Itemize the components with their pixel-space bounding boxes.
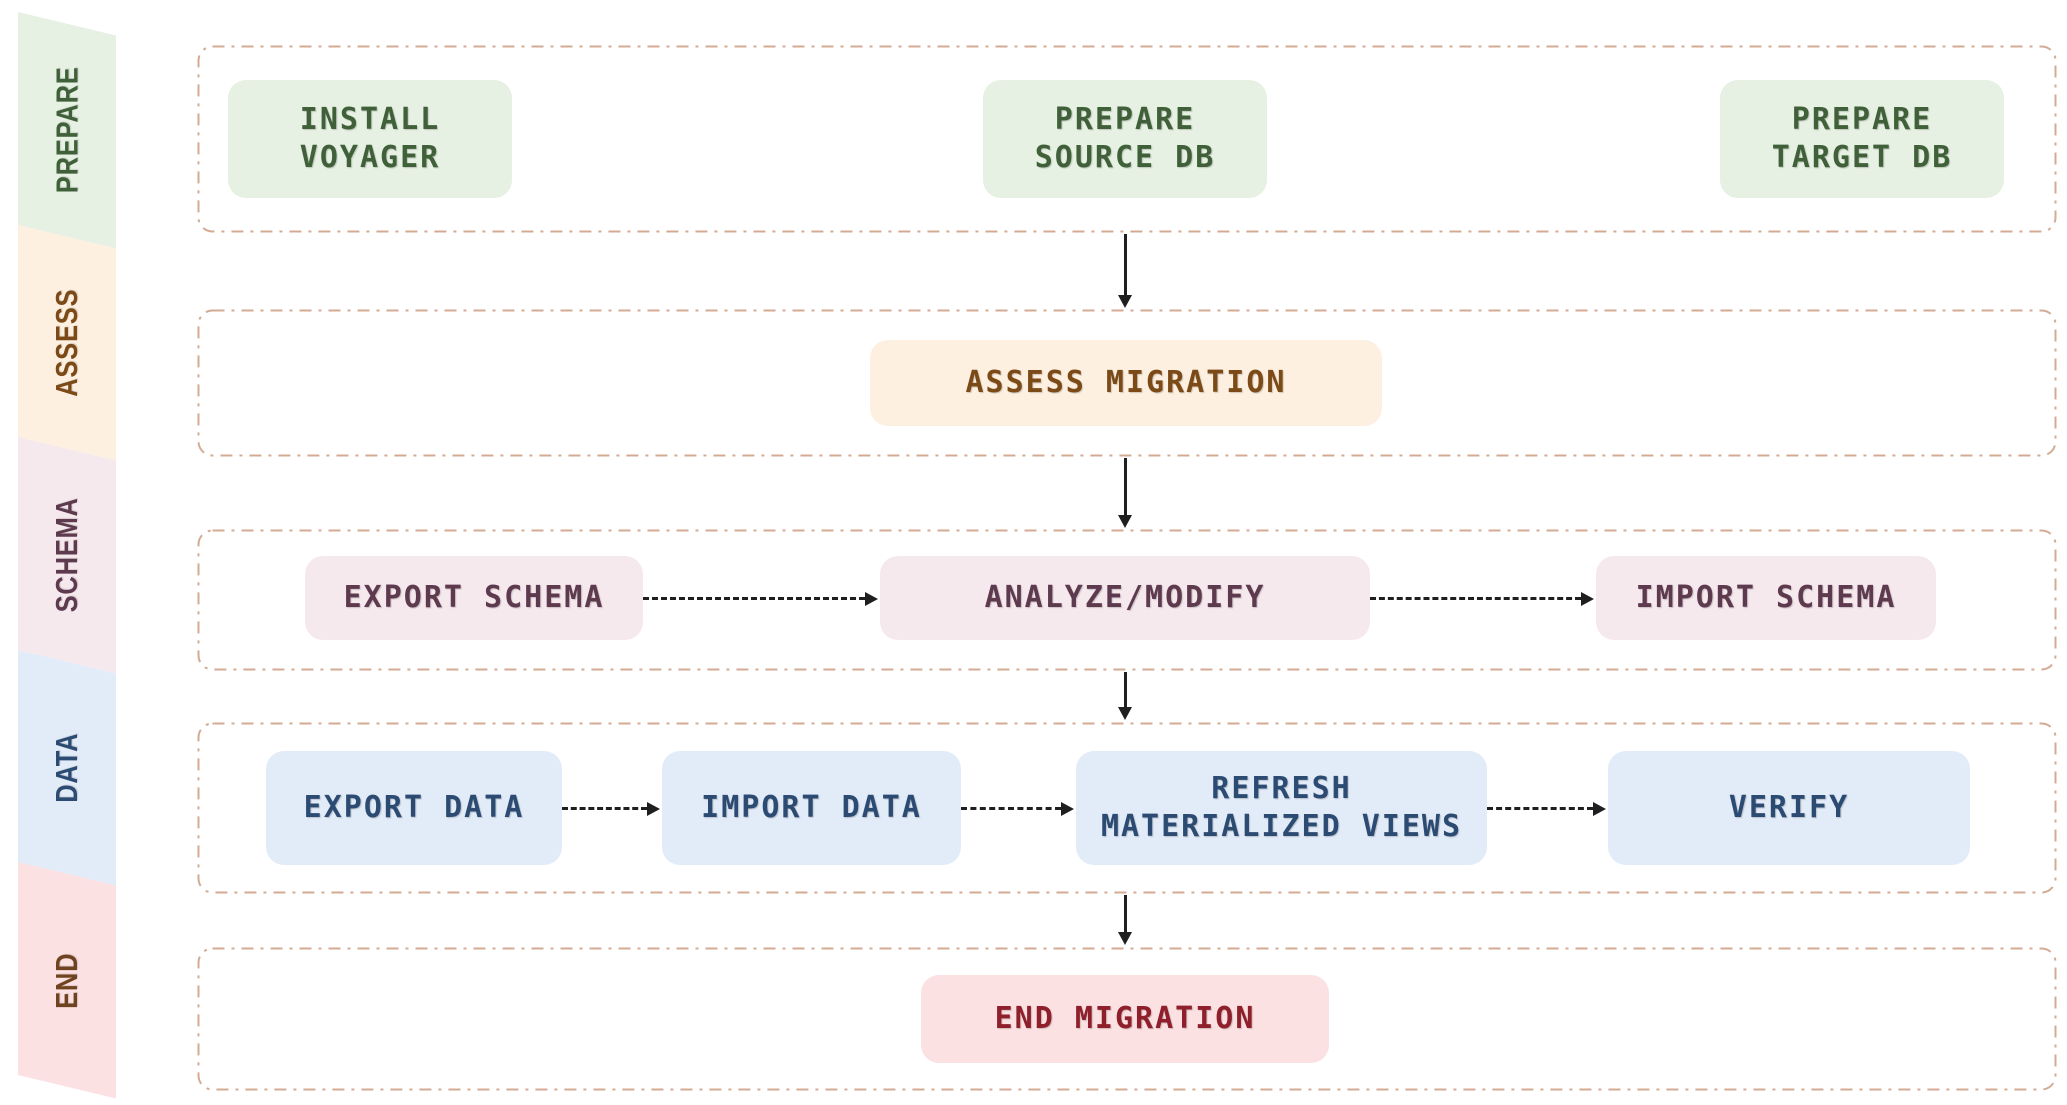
arrow-prepare-to-assess [1118,234,1132,308]
node-refresh-materialized-views: REFRESH MATERIALIZED VIEWS [1076,751,1487,865]
arrow-schema-to-data [1118,672,1132,720]
arrow-export-schema-to-analyze-modify [643,591,878,606]
stage-row-schema: EXPORT SCHEMA ANALYZE/MODIFY IMPORT SCHE… [197,529,2057,671]
node-import-schema: IMPORT SCHEMA [1596,556,1936,640]
node-prepare-target-db: PREPARE TARGET DB [1720,80,2004,198]
arrow-import-data-to-refresh-materialized-views [961,801,1074,816]
sidebar-stage-data-label: DATA [49,732,84,803]
sidebar-stage-schema: SCHEMA [18,437,116,674]
sidebar-stage-assess-label: ASSESS [49,288,84,397]
sidebar-stage-prepare: PREPARE [18,12,116,249]
node-verify: VERIFY [1608,751,1970,865]
arrow-assess-to-schema [1118,458,1132,528]
stage-row-data: EXPORT DATA IMPORT DATA REFRESH MATERIAL… [197,722,2057,894]
stage-row-assess-border [197,309,2057,457]
sidebar-stage-schema-label: SCHEMA [49,497,84,613]
node-export-data: EXPORT DATA [266,751,562,865]
arrow-analyze-modify-to-import-schema [1370,591,1594,606]
arrow-refresh-materialized-views-to-verify [1487,801,1606,816]
arrow-export-data-to-import-data [562,801,660,816]
stage-band: PREPARE ASSESS SCHEMA DATA END [18,12,116,1099]
stage-row-data-border [197,722,2057,894]
arrow-data-to-end [1118,895,1132,945]
stage-row-end-border [197,947,2057,1091]
node-assess-migration: ASSESS MIGRATION [870,340,1382,426]
stage-row-prepare: INSTALL VOYAGER PREPARE SOURCE DB PREPAR… [197,45,2057,233]
stage-row-end: END MIGRATION [197,947,2057,1091]
sidebar-stage-prepare-label: PREPARE [49,66,85,194]
node-end-migration: END MIGRATION [921,975,1329,1063]
stage-row-assess: ASSESS MIGRATION [197,309,2057,457]
node-import-data: IMPORT DATA [662,751,961,865]
node-install-voyager: INSTALL VOYAGER [228,80,512,198]
sidebar-stage-end-label: END [48,952,84,1009]
sidebar-stage-assess: ASSESS [18,224,116,461]
node-export-schema: EXPORT SCHEMA [305,556,643,640]
node-prepare-source-db: PREPARE SOURCE DB [983,80,1267,198]
sidebar-stage-data: DATA [18,649,116,886]
node-analyze-modify: ANALYZE/MODIFY [880,556,1370,640]
sidebar-stage-end: END [18,862,116,1099]
stage-row-schema-border [197,529,2057,671]
